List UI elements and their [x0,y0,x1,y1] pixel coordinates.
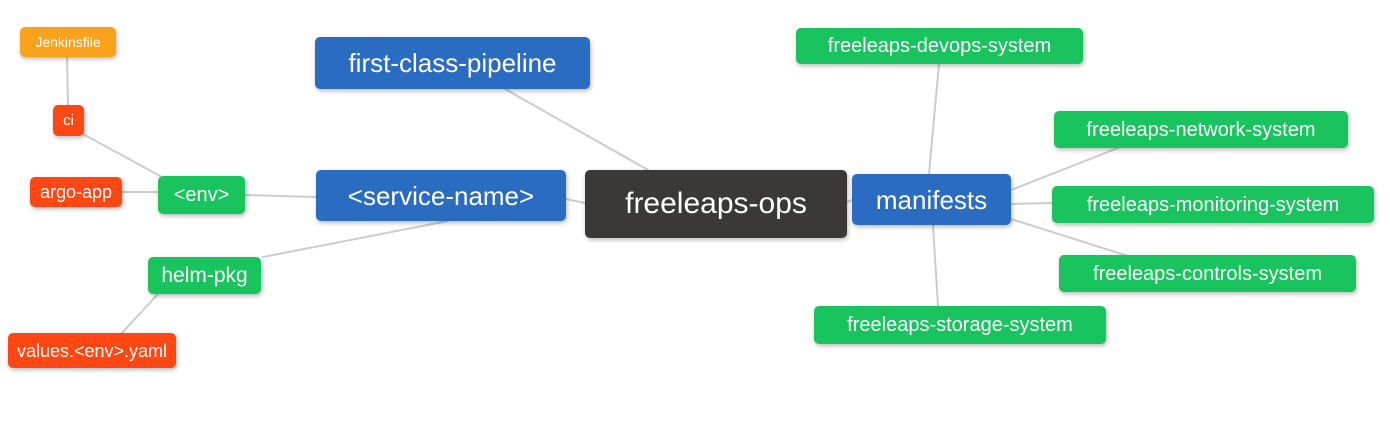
edge-first-class-pipeline-to-freeleaps-ops [504,88,649,171]
edge-manifests-to-monitoring-system [1010,202,1053,205]
node-devops-system[interactable]: freeleaps-devops-system [796,28,1083,64]
node-values-env-yaml[interactable]: values.<env>.yaml [8,333,176,368]
node-first-class-pipeline[interactable]: first-class-pipeline [315,37,590,89]
edge-service-name-to-freeleaps-ops [565,198,586,204]
node-jenkinsfile[interactable]: Jenkinsfile [20,27,116,57]
node-storage-system[interactable]: freeleaps-storage-system [814,306,1106,344]
node-monitoring-system[interactable]: freeleaps-monitoring-system [1052,186,1374,223]
edge-helm-pkg-to-service-name [262,220,449,258]
node-freeleaps-ops[interactable]: freeleaps-ops [585,170,847,238]
edge-jenkinsfile-to-ci [66,56,69,106]
node-helm-pkg[interactable]: helm-pkg [148,257,261,294]
edge-values-env-yaml-to-helm-pkg [121,293,159,334]
node-argo-app[interactable]: argo-app [30,177,122,207]
edge-freeleaps-ops-to-manifests [846,199,853,203]
edge-manifests-to-network-system [1010,147,1119,191]
node-network-system[interactable]: freeleaps-network-system [1054,111,1348,148]
node-env[interactable]: <env> [158,176,245,214]
node-controls-system[interactable]: freeleaps-controls-system [1059,255,1356,292]
node-service-name[interactable]: <service-name> [316,170,566,221]
node-ci[interactable]: ci [53,105,84,136]
edge-manifests-to-devops-system [928,63,940,175]
edge-manifests-to-controls-system [1010,218,1129,257]
edge-ci-to-env [82,133,161,177]
edge-env-to-service-name [244,194,317,198]
edge-manifests-to-storage-system [932,224,939,307]
node-manifests[interactable]: manifests [852,174,1011,225]
